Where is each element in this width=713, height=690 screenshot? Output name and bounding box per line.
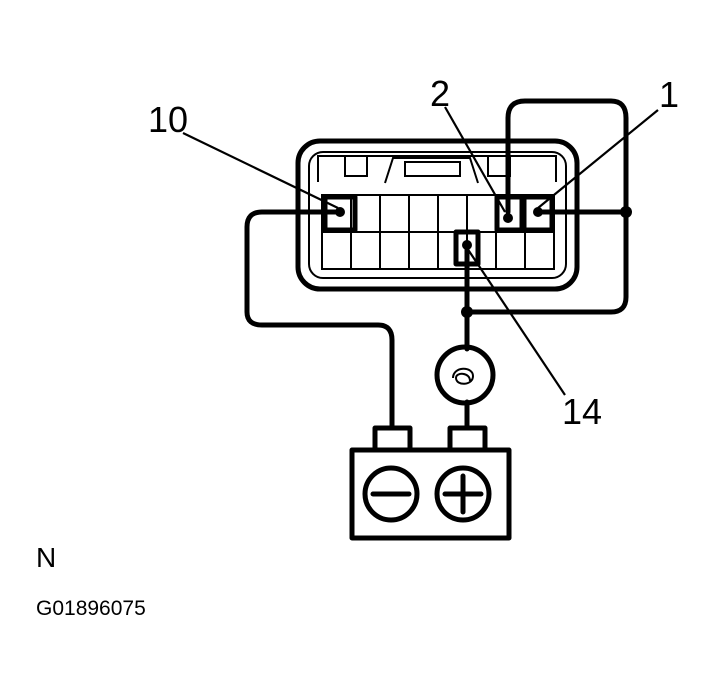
connector-inner-shell	[308, 151, 567, 279]
wire-junction-return	[464, 209, 629, 315]
label-pin-14: 14	[562, 391, 602, 432]
battery-positive-post	[447, 425, 488, 453]
junction-dots	[335, 206, 632, 318]
label-pin-1: 1	[659, 74, 679, 115]
wires	[244, 98, 629, 431]
pin-14-dot	[462, 240, 472, 250]
junction-lower-dot	[461, 306, 473, 318]
wire-pin2-loop	[505, 98, 629, 215]
leader-pin-10	[182, 132, 339, 209]
label-pin-10: 10	[148, 99, 188, 140]
minus-icon	[362, 465, 420, 523]
battery	[349, 425, 512, 541]
wire-pin10-to-negative	[244, 209, 395, 431]
connector-latch-window	[404, 161, 461, 177]
figure-code: G01896075	[36, 597, 146, 620]
battery-negative-post	[372, 425, 413, 453]
bulb-icon	[434, 344, 496, 406]
leader-lines	[182, 106, 659, 396]
pin-1-dot	[533, 207, 543, 217]
pin-2-dot	[503, 213, 513, 223]
connector-top-rail	[317, 155, 557, 182]
bulb-filament	[452, 367, 475, 385]
connector-latch	[384, 157, 479, 184]
junction-right-dot	[620, 206, 632, 218]
leader-pin-1	[537, 109, 659, 209]
connector-outer-shell	[295, 138, 580, 292]
view-letter: N	[36, 542, 57, 573]
connector	[295, 138, 580, 292]
test-bulb	[434, 344, 496, 406]
leader-pin-2	[444, 106, 506, 213]
label-pin-2: 2	[430, 73, 450, 114]
connector-tab-left	[344, 155, 368, 177]
battery-body	[349, 447, 512, 541]
plus-icon	[434, 465, 492, 523]
leader-pin-14	[466, 247, 566, 396]
pin-10-dot	[335, 207, 345, 217]
